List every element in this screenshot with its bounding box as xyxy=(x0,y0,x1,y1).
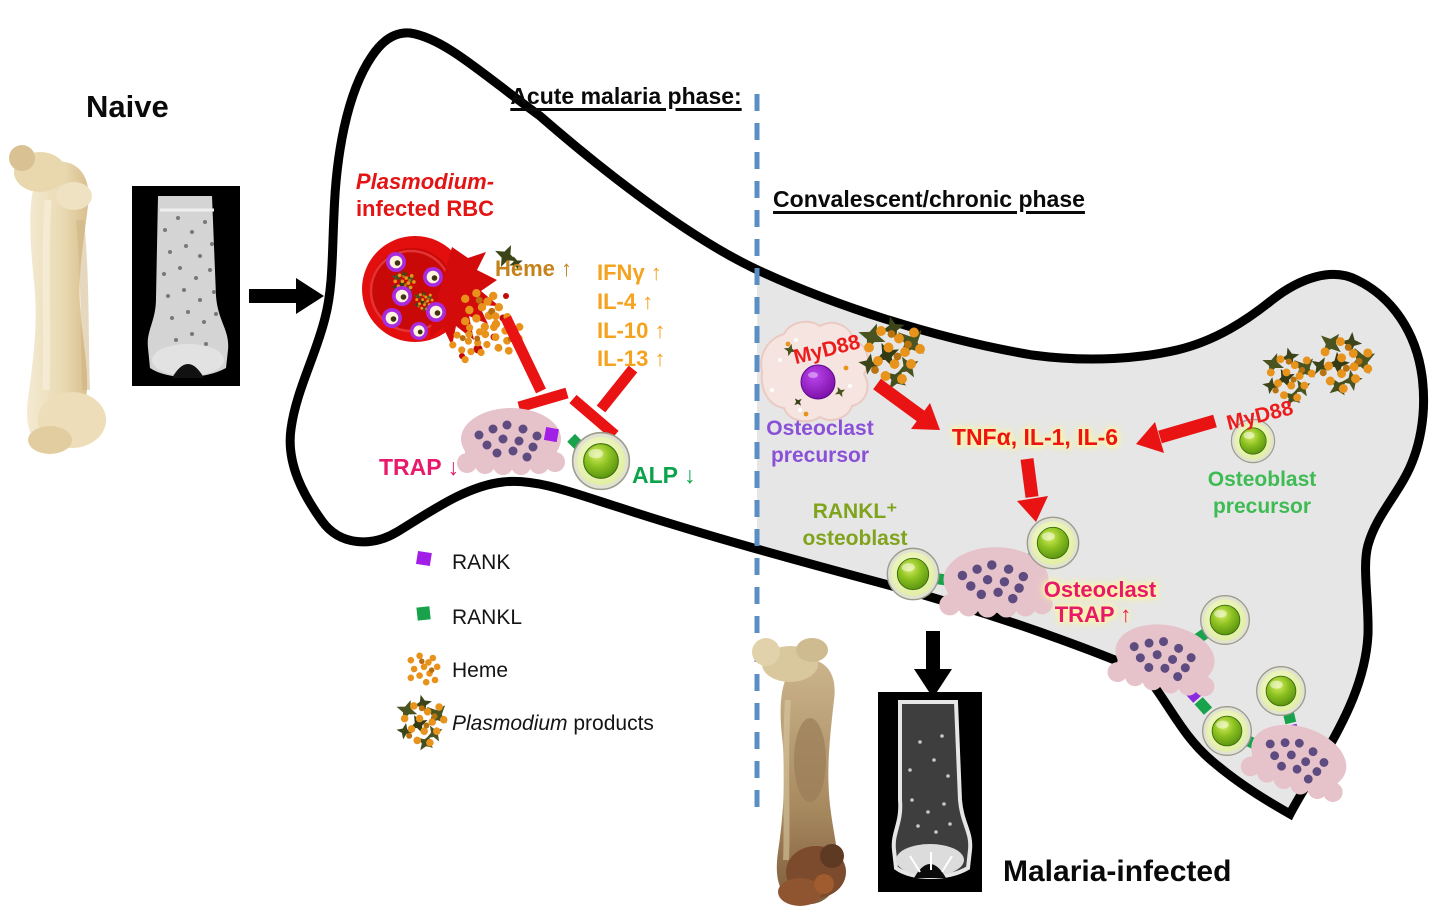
legend-rankl-square xyxy=(416,606,431,621)
naive-title: Naive xyxy=(86,89,169,124)
cytokine-ifng-label: IFNγ ↑ xyxy=(597,260,662,285)
osteoblast-precursor-label-line2: precursor xyxy=(1212,495,1312,518)
legend-plasmodium-label: Plasmodium products xyxy=(452,712,654,736)
cytokine-il4-label: IL-4 ↑ xyxy=(597,289,654,314)
osteoclast-precursor-cell xyxy=(760,320,870,423)
inhibition-tbar-cytokines-to-osteoblast xyxy=(569,365,638,440)
heme-up-label: Heme ↑ xyxy=(495,256,573,281)
arrow-cytokines-to-osteoclast xyxy=(1017,458,1048,522)
osteoclast-precursor-label-line1: Osteoclast xyxy=(766,417,874,440)
arrow-precursor-to-cytokines xyxy=(873,378,940,430)
legend-rankl-label: RANKL xyxy=(452,606,523,629)
cytokine-il10-label: IL-10 ↑ xyxy=(597,318,666,343)
rankl-osteoblast-sphere xyxy=(1202,706,1252,756)
rbc-label-line1: Plasmodium- xyxy=(355,169,495,194)
naive-bone-photo xyxy=(9,145,106,454)
rankl-osteoblast-sphere xyxy=(886,547,940,601)
legend-rank-square xyxy=(415,550,432,567)
cytokine-il13-label: IL-13 ↑ xyxy=(597,346,666,371)
osteoclast-precursor-label-line2: precursor xyxy=(770,444,870,467)
rankl-osteoblast-sphere xyxy=(1026,516,1080,570)
infected-microct-scan xyxy=(878,692,982,892)
rankl-osteoblast-label-line2: osteoblast xyxy=(802,527,908,550)
arrow-naive-to-bone xyxy=(249,278,324,314)
osteoblast-precursor-label-line1: Osteoblast xyxy=(1207,468,1317,491)
rbc-label-line2: infected RBC xyxy=(355,196,495,221)
alp-down-label: ALP ↓ xyxy=(632,462,696,488)
legend-heme-icon xyxy=(407,652,441,686)
chronic-phase-title: Convalescent/chronic phase xyxy=(773,186,1085,212)
legend-icons xyxy=(393,550,455,755)
arrow-osteoblast-to-cytokines xyxy=(1136,414,1217,453)
rankl-osteoblast-sphere xyxy=(1200,595,1250,645)
inhibition-tbar-heme-to-osteoclast xyxy=(501,315,569,413)
legend-plasmodium-icon xyxy=(393,692,455,755)
arrow-bone-to-infected-scan xyxy=(914,631,952,698)
acute-osteoblast-cell xyxy=(571,431,631,491)
acute-phase-title: Acute malaria phase: xyxy=(510,83,742,109)
rankl-osteoblast-sphere xyxy=(1256,666,1306,716)
malaria-infected-title: Malaria-infected xyxy=(1003,855,1232,888)
legend-plasmodium-rest: products xyxy=(567,712,654,735)
infected-bone-photo xyxy=(752,638,846,906)
legend-rank-label: RANK xyxy=(452,551,511,574)
legend-heme-label: Heme xyxy=(452,659,509,682)
trap-down-label: TRAP ↓ xyxy=(378,454,460,480)
osteoclast-trap-label-line2: TRAP ↑ xyxy=(1054,602,1132,627)
rank-marker-acute xyxy=(543,427,559,443)
tnf-il1-il6-label: TNFα, IL-1, IL-6 xyxy=(951,424,1119,450)
naive-microct-scan xyxy=(132,186,240,386)
legend-plasmodium-italic: Plasmodium xyxy=(452,712,568,735)
osteoclast-trap-label-line1: Osteoclast xyxy=(1043,577,1157,602)
rankl-osteoblast-label-line1: RANKL⁺ xyxy=(812,500,898,523)
merozoites xyxy=(382,252,446,340)
